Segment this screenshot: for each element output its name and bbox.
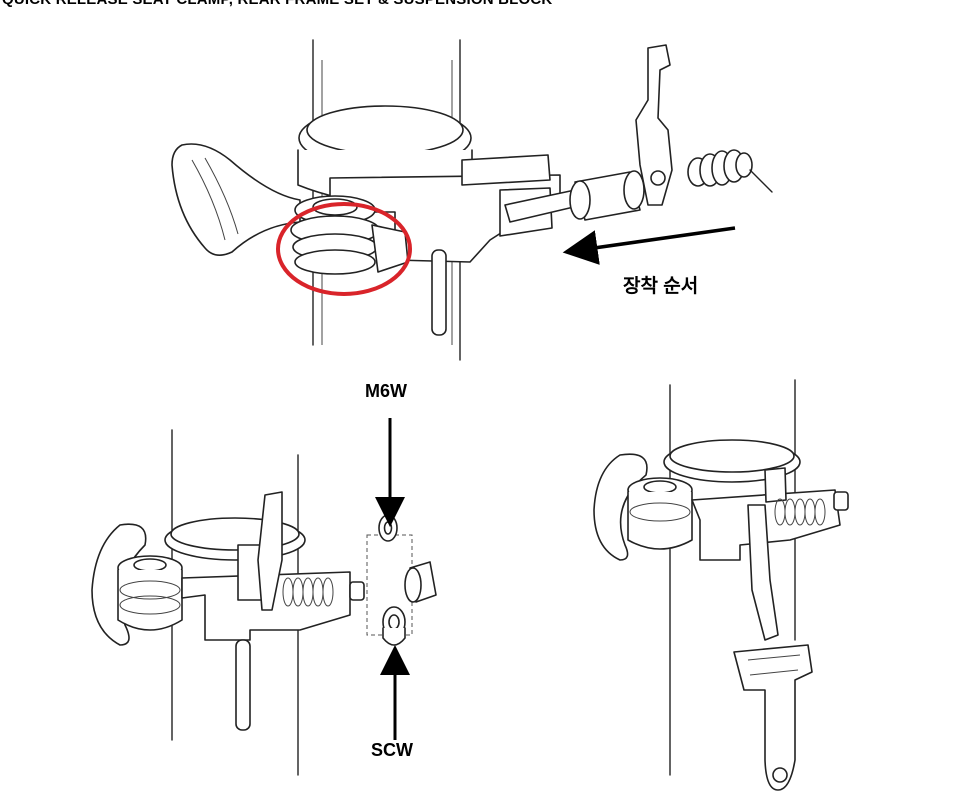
bolt-stack-left — [117, 555, 183, 631]
assembly-order-arrow — [562, 226, 736, 265]
m6w-washer — [378, 514, 398, 542]
top-exploded-view — [171, 39, 773, 361]
bolt-stack-right — [627, 477, 693, 550]
nut-part — [404, 561, 437, 603]
spring-left — [282, 577, 365, 607]
latch-right — [747, 504, 779, 641]
highlight-circle — [276, 202, 412, 296]
scw-washer — [382, 606, 406, 646]
header-text: QUICK RELEASE SEAT CLAMP, REAR FRAME SET… — [2, 0, 552, 8]
latch-left — [257, 491, 283, 611]
bottom-left-view — [91, 418, 437, 776]
clamp-collar-left — [164, 517, 306, 561]
suspension-clip-right — [733, 644, 813, 791]
bottom-right-view — [593, 379, 849, 791]
bracket-top — [329, 154, 561, 336]
scw-label: SCW — [371, 740, 413, 760]
lever-right — [593, 453, 648, 561]
latch-plate-top — [635, 44, 673, 206]
assembly-order-label: 장착 순서 — [623, 276, 699, 297]
bushing-top — [569, 170, 645, 221]
spring-top — [687, 149, 773, 193]
spring-right — [774, 498, 826, 526]
m6w-label: M6W — [365, 381, 407, 401]
quick-release-lever-top — [171, 143, 301, 256]
